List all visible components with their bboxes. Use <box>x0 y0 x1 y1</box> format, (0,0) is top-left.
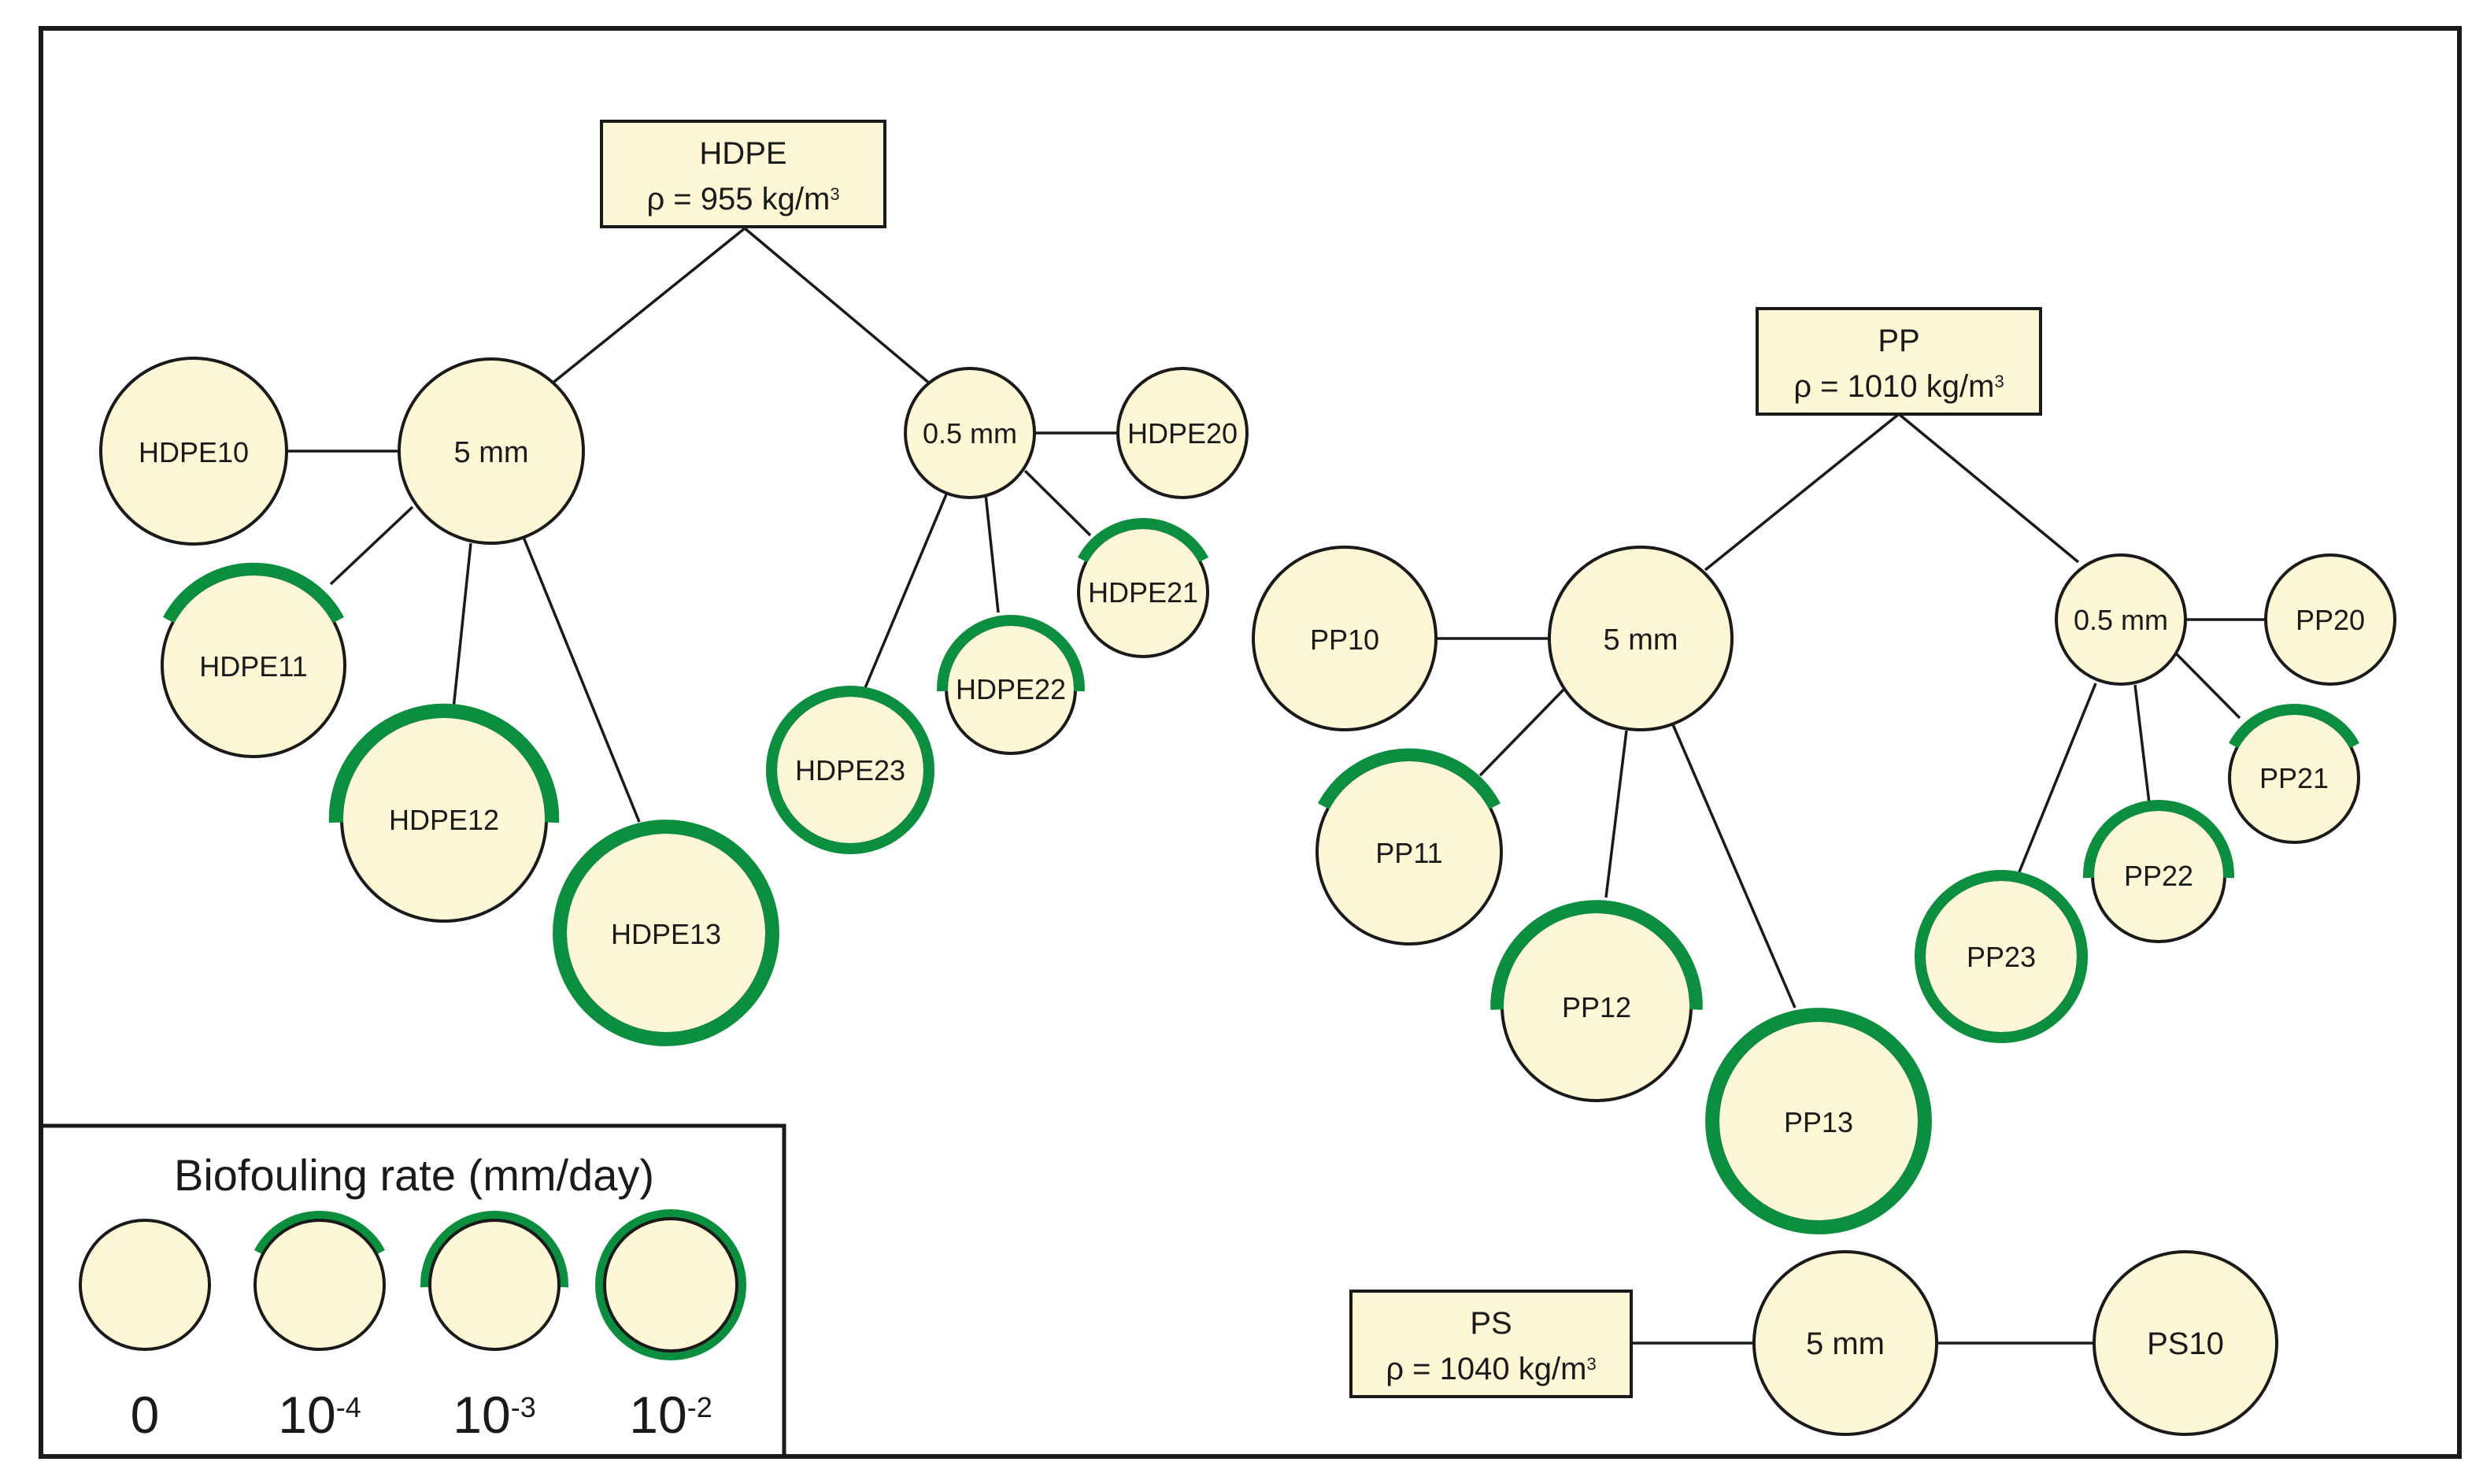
svg-text:5 mm: 5 mm <box>454 436 529 469</box>
edge-hdpe12 <box>452 542 472 709</box>
node-hdpe-05mm: 0.5 mm <box>904 367 1036 499</box>
node-hdpe-5mm: 5 mm <box>398 357 585 545</box>
legend-arc-2 <box>420 1211 568 1288</box>
ps-material-box: PS ρ = 1040 kg/m3 <box>1349 1290 1633 1398</box>
svg-text:PP20: PP20 <box>2296 604 2365 636</box>
svg-text:PP10: PP10 <box>1310 624 1379 656</box>
node-hdpe10: HDPE10 <box>99 357 288 546</box>
edge-pp13 <box>1671 722 1797 1008</box>
edge-pp11 <box>1478 685 1568 777</box>
node-ps-5mm: 5 mm <box>1752 1250 1938 1436</box>
biofouling-arc-hdpe21 <box>1078 518 1208 563</box>
biofouling-arc-hdpe12 <box>328 703 560 823</box>
node-hdpe11: HDPE11 <box>161 572 346 758</box>
node-hdpe22: HDPE22 <box>945 623 1077 755</box>
outer-frame <box>39 26 2462 1459</box>
node-pp20: PP20 <box>2264 553 2396 686</box>
edges <box>287 227 2269 1345</box>
svg-text:5 mm: 5 mm <box>1604 624 1678 657</box>
legend-item-1: 10-4 <box>253 1219 386 1444</box>
legend-item-2: 10-3 <box>428 1219 561 1444</box>
hdpe-material-name: HDPE <box>699 136 786 171</box>
svg-text:PP22: PP22 <box>2124 860 2193 892</box>
edge-hdpe-5mm <box>550 227 746 386</box>
pp-density: ρ = 1010 kg/m3 <box>1793 369 2004 404</box>
ps-density: ρ = 1040 kg/m3 <box>1386 1352 1596 1386</box>
edge-pp21 <box>2174 652 2241 720</box>
node-hdpe12: HDPE12 <box>340 715 548 923</box>
svg-text:5 mm: 5 mm <box>1806 1327 1885 1361</box>
legend-item-0: 0 <box>79 1219 211 1444</box>
nodes: 5 mm 0.5 mm HDPE10 HDPE11 HDPE12 HDPE13 … <box>99 357 2396 1436</box>
legend: Biofouling rate (mm/day) 0 10-4 10-3 10-… <box>39 1123 786 1459</box>
biofouling-arc-hdpe22 <box>937 615 1085 692</box>
edge-hdpe-05mm <box>743 227 932 386</box>
edge-pp12 <box>1604 730 1628 898</box>
edge-hdpe23 <box>863 494 948 690</box>
svg-text:0.5 mm: 0.5 mm <box>2074 604 2168 636</box>
node-hdpe20: HDPE20 <box>1116 367 1249 499</box>
edge-hdpe22 <box>984 494 1000 613</box>
legend-item-3: 10-2 <box>603 1217 738 1444</box>
svg-text:PP23: PP23 <box>1967 941 2036 973</box>
legend-frame <box>39 1123 786 1459</box>
svg-text:PP12: PP12 <box>1562 991 1631 1023</box>
hdpe-density: ρ = 955 kg/m3 <box>646 182 839 216</box>
pp-material-box: PP ρ = 1010 kg/m3 <box>1756 307 2042 416</box>
svg-text:HDPE20: HDPE20 <box>1127 417 1238 450</box>
biofouling-arc-pp23 <box>1915 870 2088 1043</box>
svg-text:PS10: PS10 <box>2147 1327 2224 1361</box>
edge-pp-5mm <box>1704 413 1900 572</box>
svg-text:HDPE21: HDPE21 <box>1088 576 1198 609</box>
node-hdpe23: HDPE23 <box>774 694 927 846</box>
node-pp-5mm: 5 mm <box>1548 546 1734 731</box>
svg-text:HDPE11: HDPE11 <box>199 650 307 683</box>
legend-arc-1 <box>254 1211 385 1256</box>
legend-arc-3 <box>595 1209 746 1360</box>
svg-text:HDPE22: HDPE22 <box>956 673 1066 705</box>
svg-text:PP21: PP21 <box>2259 762 2329 794</box>
node-pp-05mm: 0.5 mm <box>2055 553 2187 686</box>
legend-label-0: 0 <box>131 1386 160 1444</box>
svg-text:HDPE12: HDPE12 <box>389 804 499 836</box>
svg-text:0.5 mm: 0.5 mm <box>923 417 1017 450</box>
svg-text:PP13: PP13 <box>1784 1106 1853 1138</box>
biofouling-arc-hdpe23 <box>766 686 934 854</box>
svg-text:HDPE23: HDPE23 <box>795 754 905 786</box>
node-ps10: PS10 <box>2093 1250 2278 1436</box>
legend-label-2: 10-3 <box>453 1386 535 1444</box>
edge-hdpe13 <box>521 535 641 823</box>
biofouling-arc-hdpe11 <box>163 562 344 624</box>
edge-hdpe11 <box>329 505 414 586</box>
biofouling-arc-pp11 <box>1318 748 1501 810</box>
biofouling-arc-hdpe13 <box>553 820 779 1046</box>
edge-pp23 <box>2017 683 2097 875</box>
edge-pp-05mm <box>1897 413 2080 564</box>
legend-label-1: 10-4 <box>278 1386 361 1444</box>
node-hdpe21: HDPE21 <box>1077 526 1209 658</box>
node-pp22: PP22 <box>2091 808 2226 943</box>
biofouling-arcs <box>163 518 2359 1360</box>
svg-text:HDPE13: HDPE13 <box>611 918 721 950</box>
svg-text:PP11: PP11 <box>1375 837 1442 869</box>
node-pp11: PP11 <box>1316 758 1503 946</box>
ps-material-name: PS <box>1470 1306 1512 1341</box>
svg-text:HDPE10: HDPE10 <box>139 436 249 468</box>
biofouling-arc-pp12 <box>1490 900 1703 1010</box>
biofouling-arc-pp13 <box>1705 1008 1932 1234</box>
biofouling-arc-pp22 <box>2083 800 2234 879</box>
node-pp10: PP10 <box>1252 546 1438 731</box>
legend-label-3: 10-2 <box>629 1386 712 1444</box>
biofouling-arc-pp21 <box>2229 704 2359 749</box>
legend-title: Biofouling rate (mm/day) <box>174 1150 654 1200</box>
pp-material-name: PP <box>1878 324 1919 358</box>
edge-pp22 <box>2133 684 2151 804</box>
edge-hdpe21 <box>1023 469 1092 537</box>
hdpe-material-box: HDPE ρ = 955 kg/m3 <box>600 120 886 228</box>
